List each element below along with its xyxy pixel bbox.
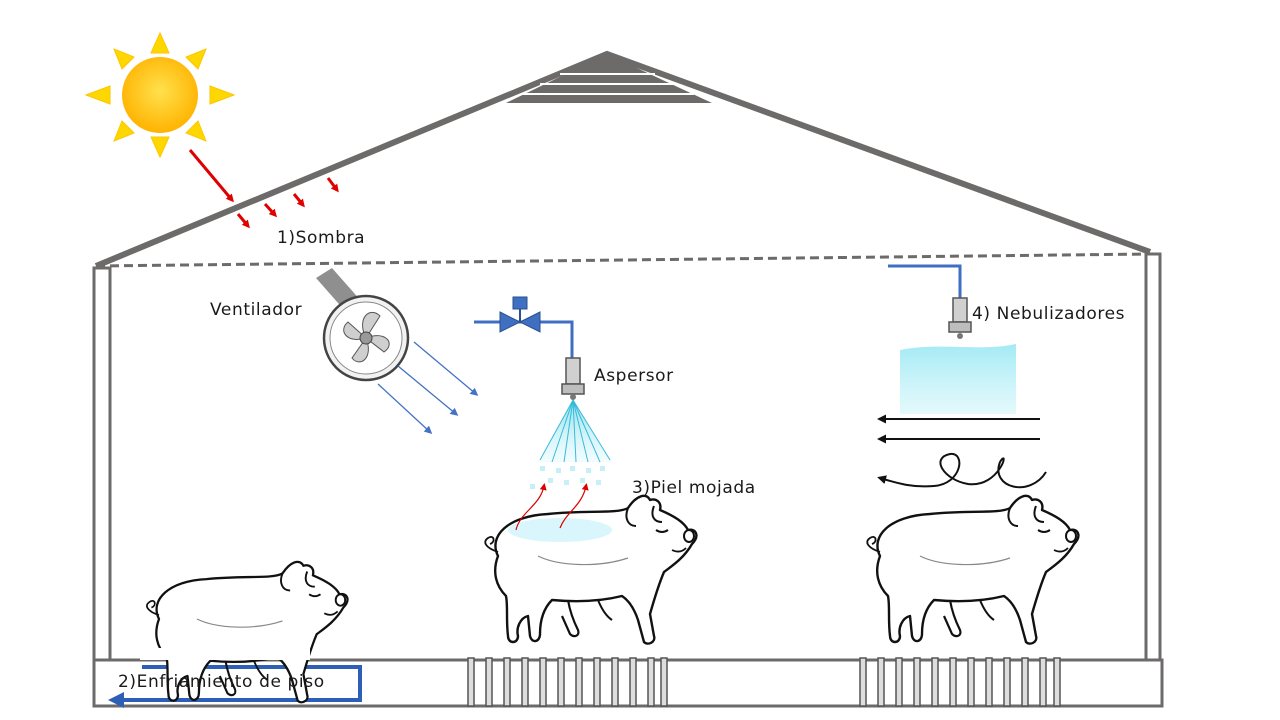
spray-cone (530, 399, 612, 489)
sprinkler-pipe (474, 320, 574, 358)
heat-arrows (188, 149, 339, 229)
floor-slats-center (467, 657, 668, 707)
label-piel-mojada: 3)Piel mojada (632, 478, 756, 498)
floor-cooling-arrow (108, 665, 362, 708)
floor-slats-right (859, 657, 1061, 707)
label-nebulizadores: 4) Nebulizadores (972, 304, 1126, 324)
label-aspersor: Aspersor (594, 366, 674, 386)
mist-cloud (900, 344, 1016, 414)
pig-icon (484, 494, 698, 645)
fan-air-arrows (377, 341, 479, 435)
air-flow-arrows (877, 414, 1040, 444)
pig-left-cutoff (140, 648, 310, 660)
roof (94, 50, 1152, 269)
wet-skin-band (508, 518, 612, 542)
valve-icon (499, 296, 541, 333)
label-enfriamiento-piso: 2)Enfriamiento de piso (118, 672, 325, 692)
pig-icon (866, 494, 1080, 645)
label-sombra: 1)Sombra (277, 228, 366, 248)
label-ventilador: Ventilador (210, 300, 303, 320)
nebulizer-icon (948, 297, 972, 339)
sprinkler-icon (561, 357, 585, 400)
nebulizer-pipe (888, 264, 962, 298)
ceiling-line (95, 252, 1151, 268)
sun-icon (84, 31, 236, 159)
swirl-arrow (877, 453, 1047, 489)
evaporation-arrows (515, 483, 589, 531)
fan-icon (316, 268, 410, 382)
